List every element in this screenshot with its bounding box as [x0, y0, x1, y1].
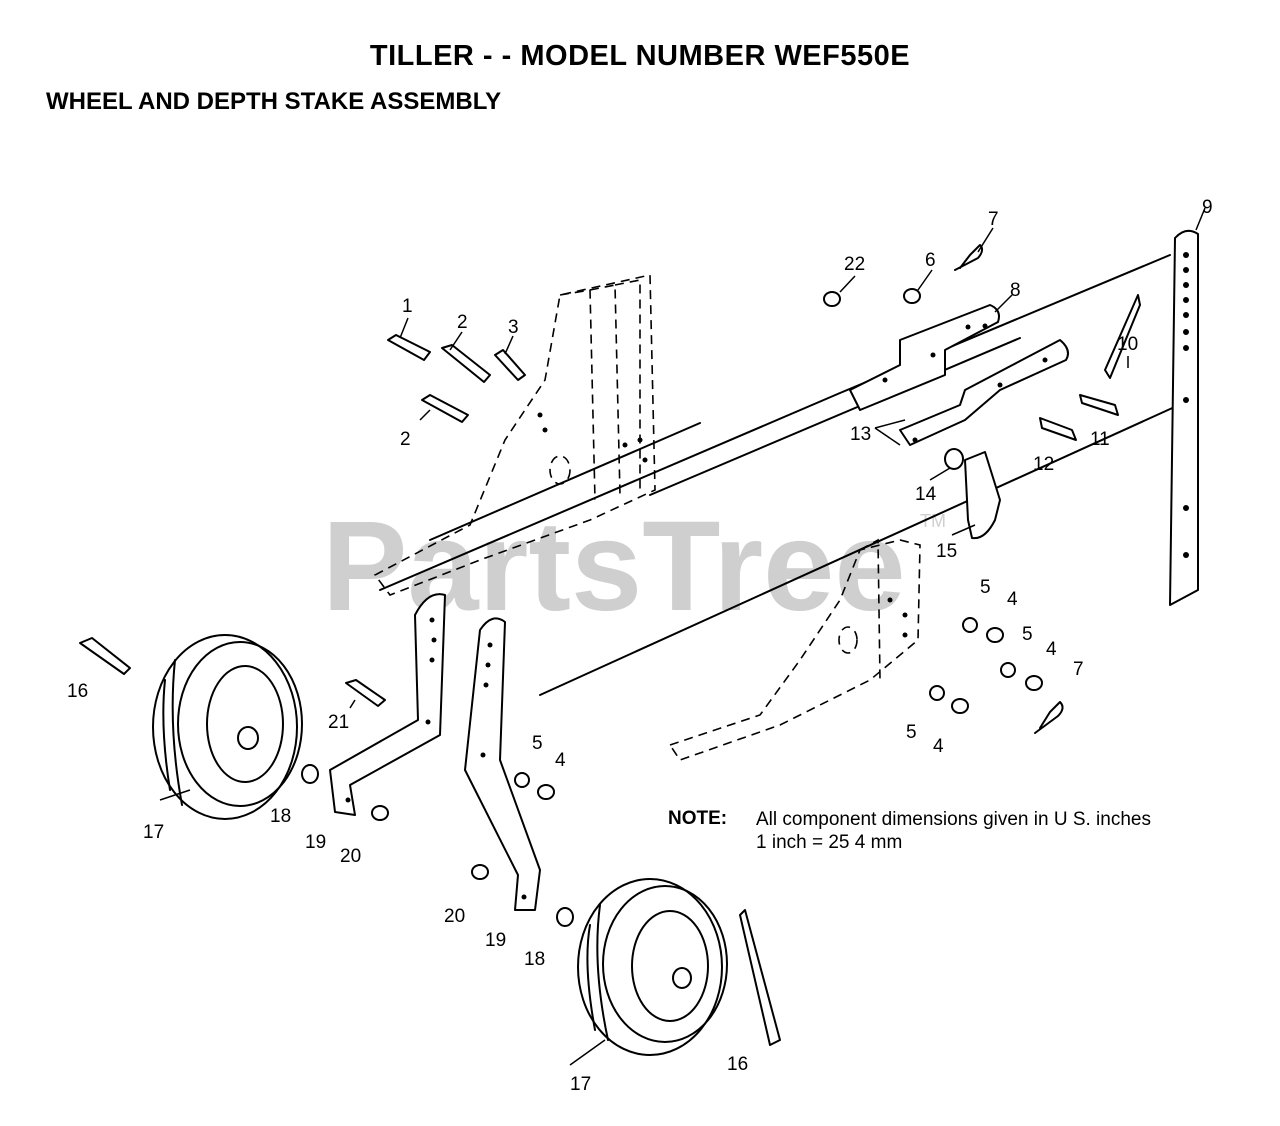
callout-4: 4	[1007, 589, 1018, 610]
callout-10: 10	[1117, 334, 1138, 355]
right-mounting-bracket	[668, 538, 921, 761]
callout-12: 12	[1033, 454, 1054, 475]
leader-lines	[159, 207, 1206, 1066]
wheel-bracket-right	[464, 617, 541, 911]
callout-15: 15	[936, 541, 957, 562]
dimension-note: NOTE: All component dimensions given in …	[668, 808, 1151, 853]
callout-9: 9	[1202, 197, 1213, 218]
callout-13: 13	[850, 424, 871, 445]
watermark: PartsTree	[322, 495, 906, 638]
callout-18: 18	[270, 806, 291, 827]
wheel-left	[152, 634, 303, 820]
callout-7: 7	[988, 209, 999, 230]
callout-21: 21	[328, 712, 349, 733]
note-line-1: All component dimensions given in U S. i…	[756, 809, 1151, 830]
callout-7: 7	[1073, 659, 1084, 680]
callout-17: 17	[143, 822, 164, 843]
wheel-bracket-left	[329, 593, 446, 816]
note-body: All component dimensions given in U S. i…	[756, 808, 1276, 854]
callout-4: 4	[555, 750, 566, 771]
callout-8: 8	[1010, 280, 1021, 301]
callout-5: 5	[906, 722, 917, 743]
callout-18: 18	[524, 949, 545, 970]
depth-stake	[1169, 229, 1199, 606]
diagram-title: TILLER - - MODEL NUMBER WEF550E	[369, 40, 911, 72]
callout-4: 4	[1046, 639, 1057, 660]
wheel-right	[577, 878, 728, 1056]
hardware	[79, 244, 1141, 1046]
callout-22: 22	[844, 254, 865, 275]
callout-16: 16	[727, 1054, 748, 1075]
callout-5: 5	[1022, 624, 1033, 645]
note-line-2: 1 inch = 25 4 mm	[756, 832, 903, 853]
callout-5: 5	[980, 577, 991, 598]
watermark-tm: TM	[920, 511, 946, 531]
callout-19: 19	[485, 930, 506, 951]
left-mounting-bracket	[373, 274, 656, 596]
note-label: NOTE:	[668, 808, 728, 829]
callout-5: 5	[532, 733, 543, 754]
callout-6: 6	[925, 250, 936, 271]
callout-11: 11	[1090, 429, 1110, 450]
callout-4: 4	[933, 736, 944, 757]
callout-3: 3	[508, 317, 519, 338]
assembly-subtitle: WHEEL AND DEPTH STAKE ASSEMBLY	[46, 88, 502, 115]
callout-19: 19	[305, 832, 326, 853]
callout-17: 17	[570, 1074, 591, 1095]
callout-2: 2	[457, 312, 468, 333]
callout-16: 16	[67, 681, 88, 702]
callout-20: 20	[444, 906, 465, 927]
callout-14: 14	[915, 484, 937, 505]
callout-2: 2	[400, 429, 411, 450]
callout-1: 1	[402, 296, 413, 317]
callout-20: 20	[340, 846, 361, 867]
latch-pin	[944, 448, 1001, 540]
depth-stake-brackets	[849, 304, 1069, 446]
